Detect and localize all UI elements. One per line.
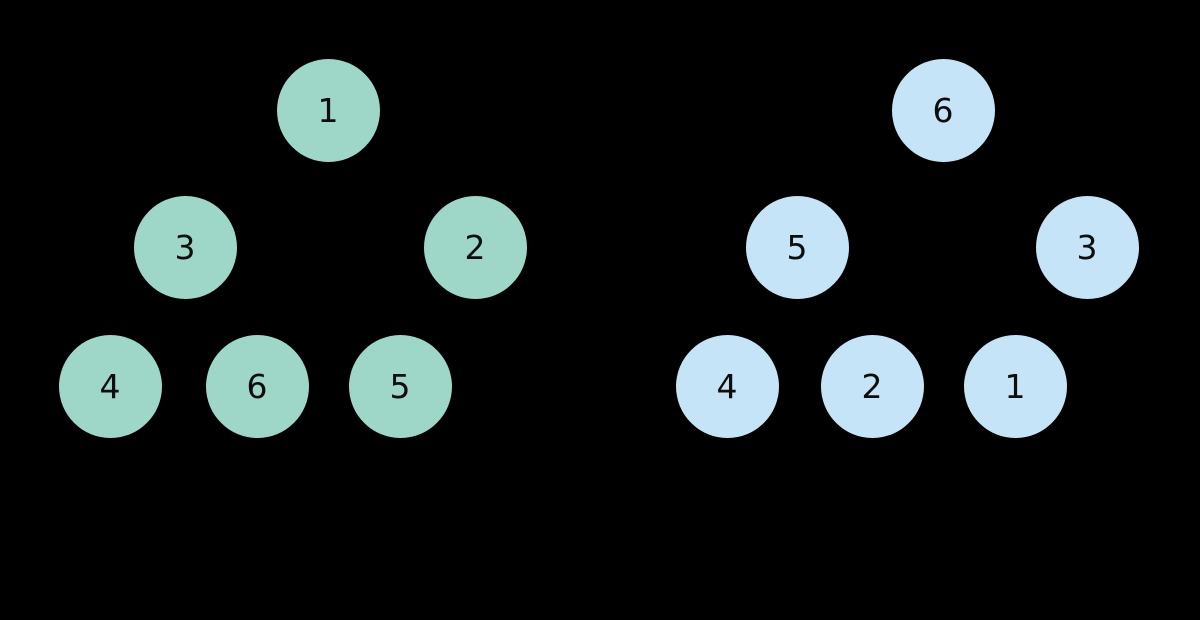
node-right-4[interactable]: 4 xyxy=(675,334,779,438)
node-right-1[interactable]: 1 xyxy=(963,334,1067,438)
node-left-2[interactable]: 2 xyxy=(423,195,527,299)
node-label: 3 xyxy=(174,227,196,267)
node-label: 3 xyxy=(1076,227,1098,267)
node-left-4[interactable]: 4 xyxy=(58,334,162,438)
node-right-5[interactable]: 5 xyxy=(745,195,849,299)
node-right-2[interactable]: 2 xyxy=(820,334,924,438)
node-left-6[interactable]: 6 xyxy=(205,334,309,438)
node-label: 6 xyxy=(246,366,268,406)
node-label: 5 xyxy=(389,366,411,406)
node-label: 2 xyxy=(464,227,486,267)
node-label: 6 xyxy=(932,90,954,130)
node-label: 4 xyxy=(716,366,738,406)
node-label: 1 xyxy=(1004,366,1026,406)
node-label: 5 xyxy=(786,227,808,267)
node-left-1[interactable]: 1 xyxy=(276,58,380,162)
node-label: 4 xyxy=(99,366,121,406)
node-left-3[interactable]: 3 xyxy=(133,195,237,299)
node-right-3[interactable]: 3 xyxy=(1035,195,1139,299)
node-label: 2 xyxy=(861,366,883,406)
node-right-6[interactable]: 6 xyxy=(891,58,995,162)
node-label: 1 xyxy=(317,90,339,130)
node-left-5[interactable]: 5 xyxy=(348,334,452,438)
